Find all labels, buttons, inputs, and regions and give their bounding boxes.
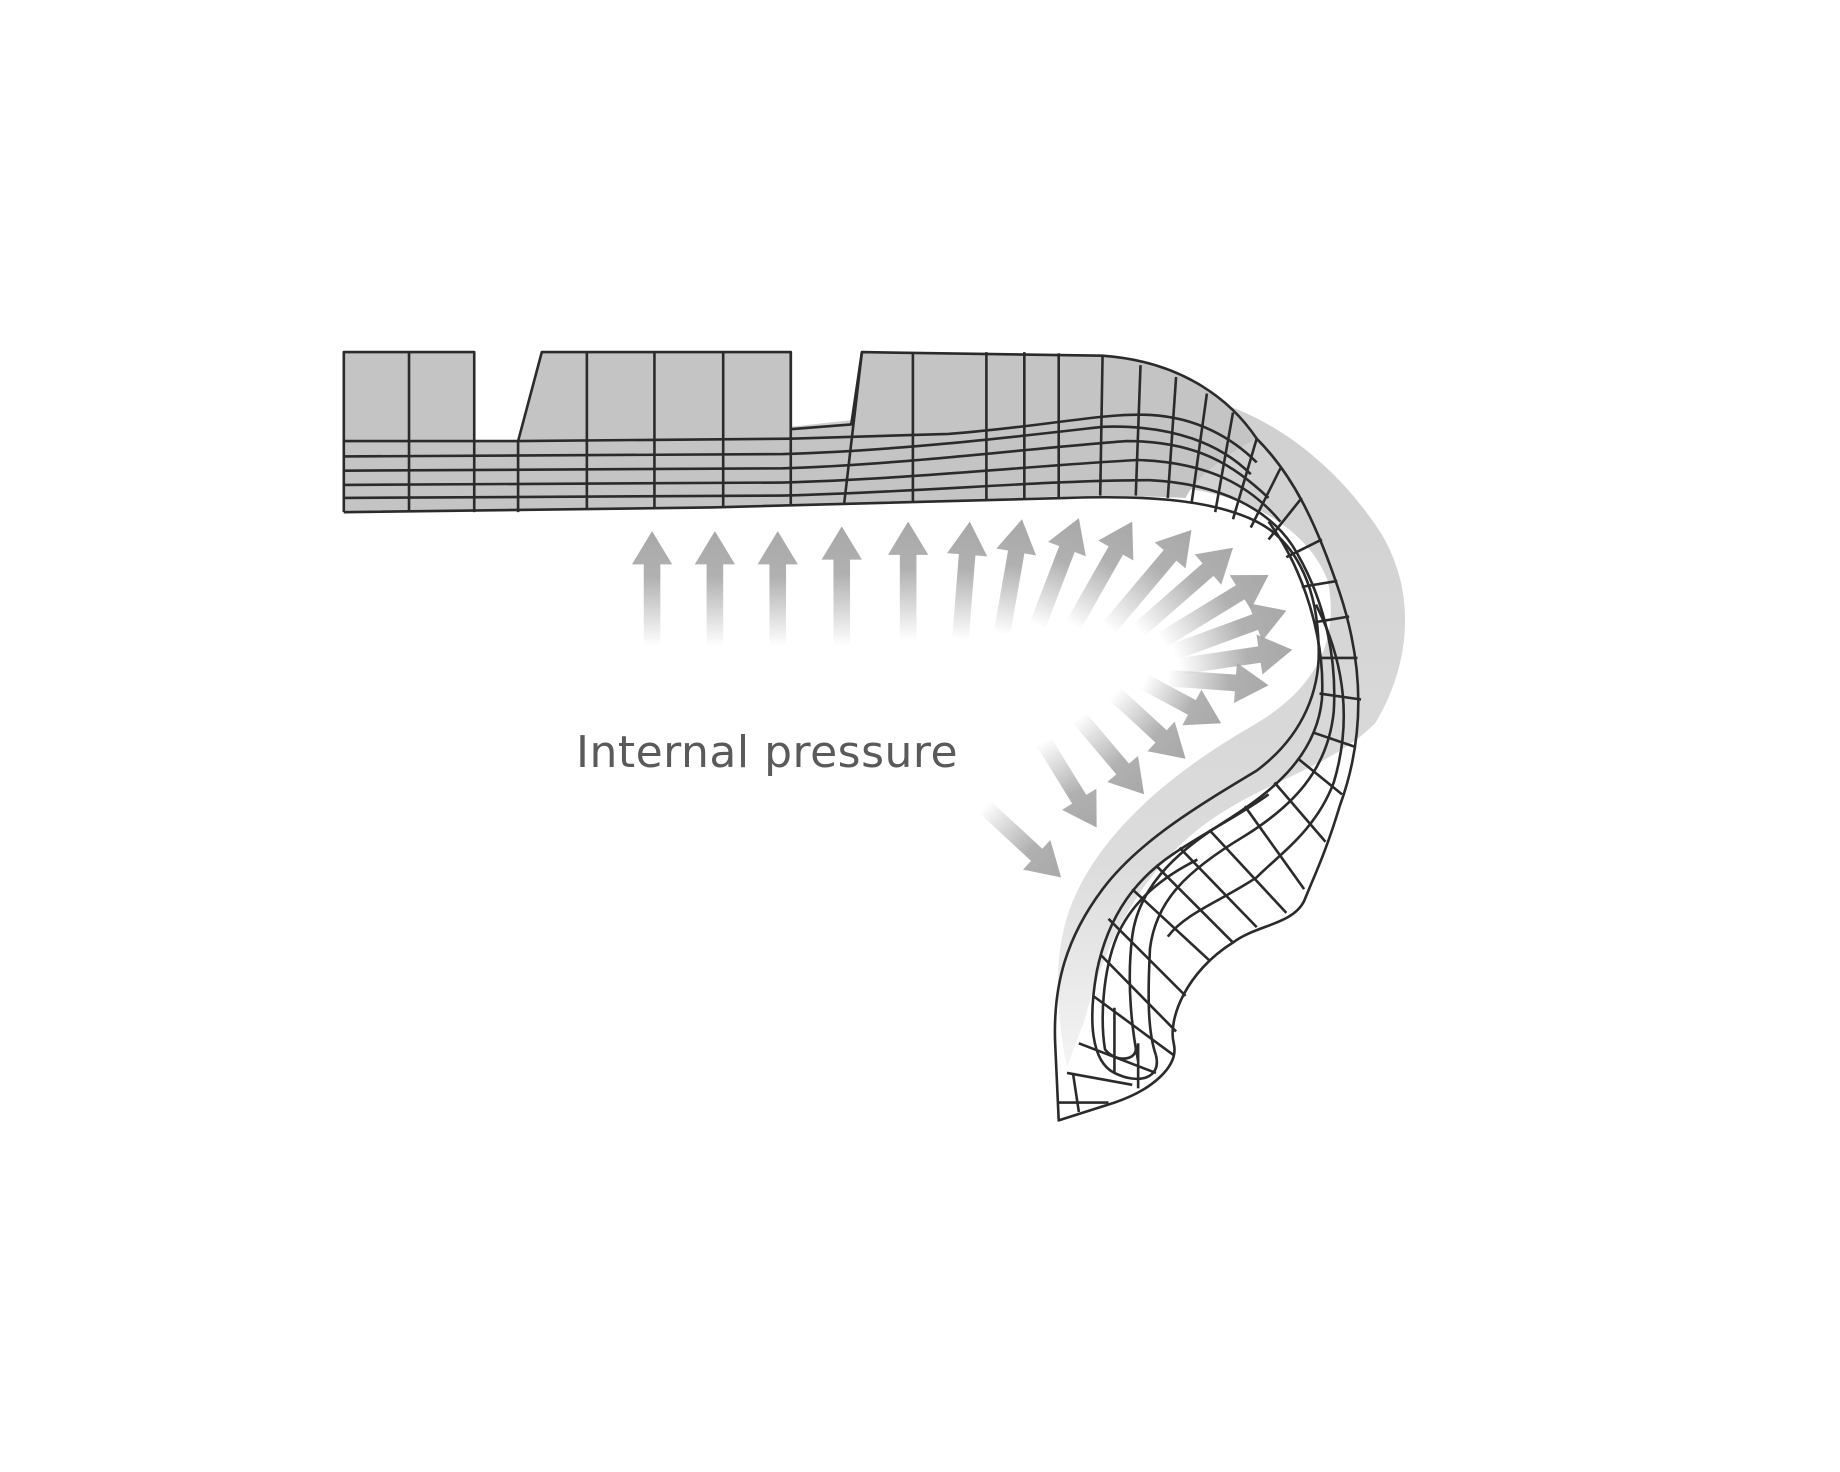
pressure-arrow-icon bbox=[1072, 711, 1145, 795]
mesh-line bbox=[1078, 1042, 1157, 1075]
mesh-line bbox=[1301, 579, 1338, 589]
mesh-line bbox=[1099, 953, 1178, 1033]
mesh-line bbox=[1297, 757, 1343, 796]
mesh-line bbox=[1098, 355, 1104, 496]
mesh-line bbox=[1213, 412, 1235, 513]
pressure-arrow-icon bbox=[1170, 603, 1287, 660]
mesh-line bbox=[1166, 376, 1178, 499]
mesh-line bbox=[1208, 829, 1288, 914]
pressure-arrow-icon bbox=[1167, 662, 1269, 704]
mesh-line bbox=[1134, 365, 1142, 496]
tread-fill bbox=[343, 352, 1257, 513]
mesh-line bbox=[1243, 805, 1306, 890]
pressure-arrow-icon bbox=[993, 519, 1037, 636]
pressure-arrows bbox=[631, 518, 1293, 878]
mesh-line bbox=[1273, 781, 1327, 843]
mesh-line bbox=[1190, 393, 1209, 505]
pressure-arrow-icon bbox=[978, 800, 1062, 878]
pressure-arrow-icon bbox=[1132, 547, 1233, 637]
mesh-line bbox=[1071, 1072, 1081, 1113]
mesh-line bbox=[1178, 846, 1258, 929]
mesh-line bbox=[1285, 538, 1323, 559]
mesh-line bbox=[1319, 692, 1362, 701]
mesh-line bbox=[1092, 994, 1175, 1057]
pressure-arrow-icon bbox=[1140, 674, 1222, 726]
pressure-arrow-icon bbox=[1178, 634, 1293, 675]
mesh-line bbox=[842, 351, 864, 505]
pressure-arrow-icon bbox=[1157, 575, 1269, 648]
mesh-cross-lines bbox=[407, 351, 1362, 1113]
mesh-line bbox=[1107, 917, 1187, 997]
pressure-arrow-icon bbox=[947, 521, 988, 641]
mesh-line bbox=[1313, 615, 1350, 624]
pressure-arrow-icon bbox=[1065, 521, 1134, 631]
mesh-line bbox=[1066, 1071, 1133, 1087]
pressure-arrow-icon bbox=[1108, 687, 1186, 759]
pressure-arrow-icon bbox=[1029, 518, 1086, 629]
pressure-arrow-icon bbox=[631, 531, 673, 647]
pressure-arrow-icon bbox=[821, 526, 862, 647]
pressure-arrow-icon bbox=[887, 521, 929, 641]
pressure-arrow-icon bbox=[757, 531, 798, 647]
internal-pressure-label: Internal pressure bbox=[576, 727, 959, 778]
pressure-arrow-icon bbox=[1102, 529, 1192, 634]
mesh-line bbox=[1313, 731, 1356, 749]
mesh-line bbox=[1131, 888, 1211, 962]
pressure-arrow-icon bbox=[1036, 736, 1097, 828]
mesh-line bbox=[1249, 467, 1282, 529]
mesh-line bbox=[1231, 438, 1258, 520]
mesh-line bbox=[1267, 497, 1303, 541]
pressure-arrow-icon bbox=[694, 531, 736, 647]
mesh-line bbox=[1155, 864, 1234, 944]
